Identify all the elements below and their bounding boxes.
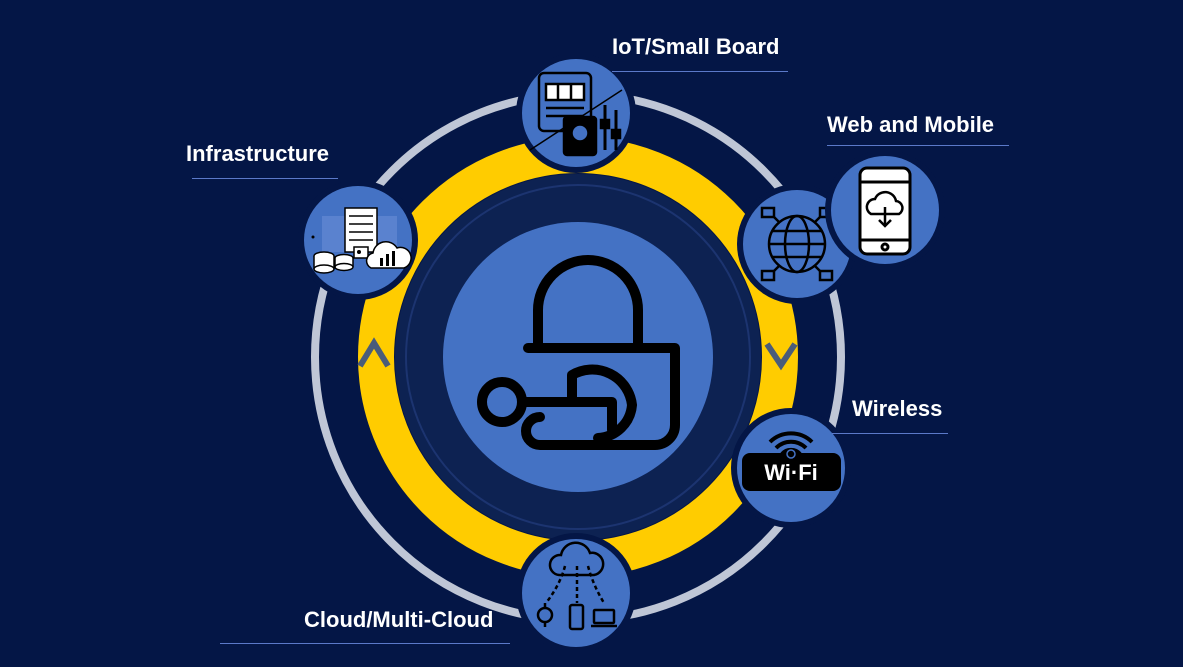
underline-iot — [612, 71, 788, 72]
chevron-up-icon — [357, 337, 391, 368]
inner-ring-line — [405, 184, 751, 530]
wifi-badge-icon: Wi·Fi — [742, 431, 841, 491]
underline-wireless — [832, 433, 948, 434]
server-database-cloud-icon — [311, 207, 412, 274]
node-iot — [516, 53, 636, 173]
underline-web-mobile — [827, 145, 1009, 146]
chevron-down-icon — [764, 342, 798, 371]
label-cloud: Cloud/Multi-Cloud — [304, 607, 494, 632]
label-wireless: Wireless — [852, 396, 943, 421]
node-wireless: Wi·Fi — [731, 408, 851, 528]
cloud-devices-icon — [536, 541, 617, 631]
label-iot: IoT/Small Board — [612, 34, 780, 59]
node-cloud — [516, 533, 636, 653]
padlock-key-icon — [477, 255, 680, 450]
underline-cloud — [220, 643, 510, 644]
label-infrastructure: Infrastructure — [186, 141, 330, 166]
wifi-badge-text: Wi·Fi — [764, 460, 818, 485]
slot-machine-circuit-icon — [529, 71, 623, 157]
globe-network-icon — [760, 206, 834, 282]
phone-cloud-download-icon — [858, 166, 912, 256]
node-infrastructure — [298, 180, 418, 300]
node-mobile — [825, 150, 945, 270]
underline-infrastructure — [192, 178, 338, 179]
label-web-mobile: Web and Mobile — [827, 112, 995, 137]
